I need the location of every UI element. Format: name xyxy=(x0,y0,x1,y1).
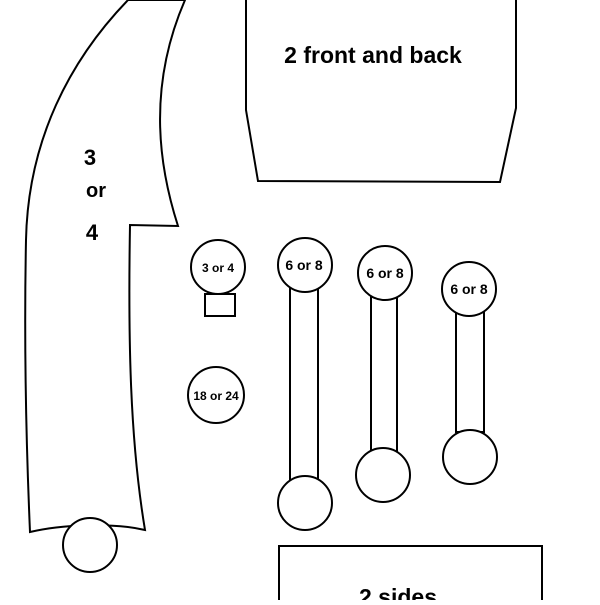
small-circle-tab xyxy=(204,293,236,317)
sides-label: 2 sides xyxy=(359,584,437,600)
strip-label-top: 3 xyxy=(84,145,96,170)
stick-1-label: 6 or 8 xyxy=(285,257,323,273)
front-back-label: 2 front and back xyxy=(284,42,462,68)
stick-3-shaft xyxy=(455,309,485,433)
medium-circle-label: 18 or 24 xyxy=(193,389,239,403)
stick-2-top-circle xyxy=(357,245,413,301)
stick-1-top-circle xyxy=(277,237,333,293)
stick-2-shaft xyxy=(370,296,398,456)
front-back-panel xyxy=(245,0,517,184)
strip-label-bottom: 4 xyxy=(86,220,99,245)
small-circle-label: 3 or 4 xyxy=(202,261,234,275)
stick-1-bottom-circle xyxy=(277,475,333,531)
sides-panel xyxy=(278,545,543,605)
medium-circle-piece xyxy=(187,366,245,424)
curved-strip-piece xyxy=(24,0,187,534)
strip-label-mid: or xyxy=(86,180,106,202)
small-circle-piece xyxy=(190,239,246,295)
stick-2-label: 6 or 8 xyxy=(366,265,404,281)
strip-end-circle xyxy=(62,517,118,573)
stick-3-label: 6 or 8 xyxy=(450,281,488,297)
stick-3-top-circle xyxy=(441,261,497,317)
stick-1-shaft xyxy=(289,284,319,481)
stick-2-bottom-circle xyxy=(355,447,411,503)
stick-3-bottom-circle xyxy=(442,429,498,485)
